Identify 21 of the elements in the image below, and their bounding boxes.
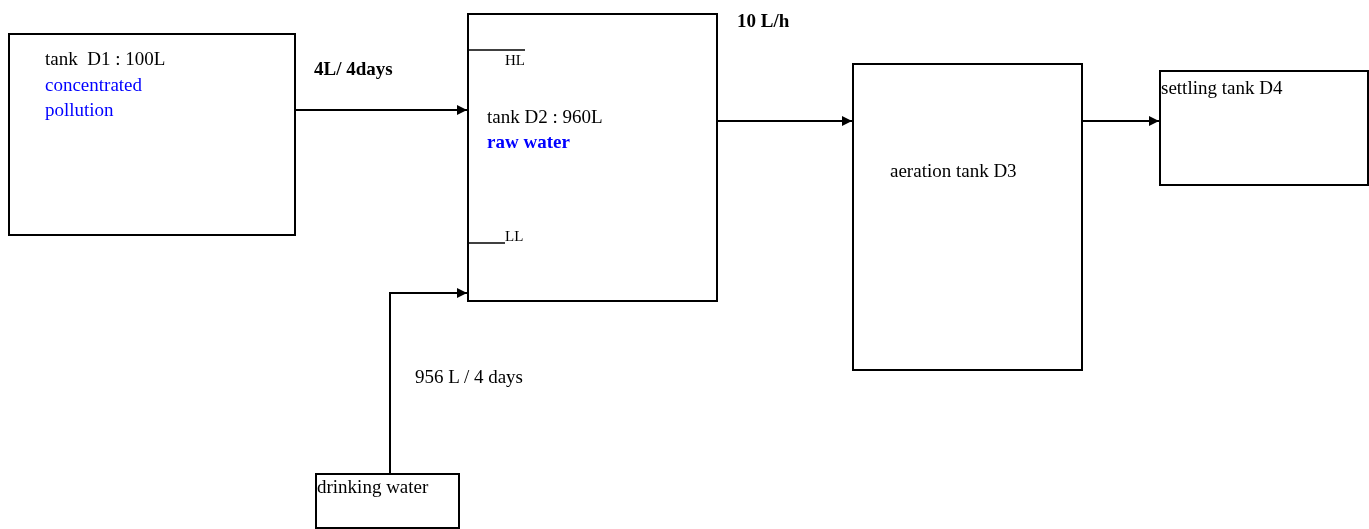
tank-label: aeration tank D3	[890, 159, 1017, 183]
flow-rate-label: 4L/ 4days	[314, 58, 393, 80]
tank-box	[8, 33, 296, 236]
flow-arrow	[717, 116, 853, 126]
tank-box	[467, 13, 718, 302]
flow-rate-label: 956 L / 4 days	[415, 366, 523, 388]
tank-description: concentrated pollution	[45, 73, 144, 122]
flow-arrow	[295, 105, 468, 115]
flow-arrow	[1082, 116, 1160, 126]
flow-arrow	[389, 288, 468, 474]
level-label: LL	[505, 228, 524, 245]
flow-rate-label: 10 L/h	[737, 10, 790, 32]
tank-label: settling tank D4	[1161, 76, 1283, 100]
tank-label: tank D1 : 100L	[45, 47, 166, 71]
level-label: HL	[505, 52, 525, 69]
tank-box	[1159, 70, 1369, 186]
tank-box	[852, 63, 1083, 371]
tank-box	[315, 473, 460, 529]
tank-label: tank D2 : 960L	[487, 105, 603, 129]
tank-description: raw water	[487, 130, 570, 154]
tank-label: drinking water	[317, 475, 429, 499]
